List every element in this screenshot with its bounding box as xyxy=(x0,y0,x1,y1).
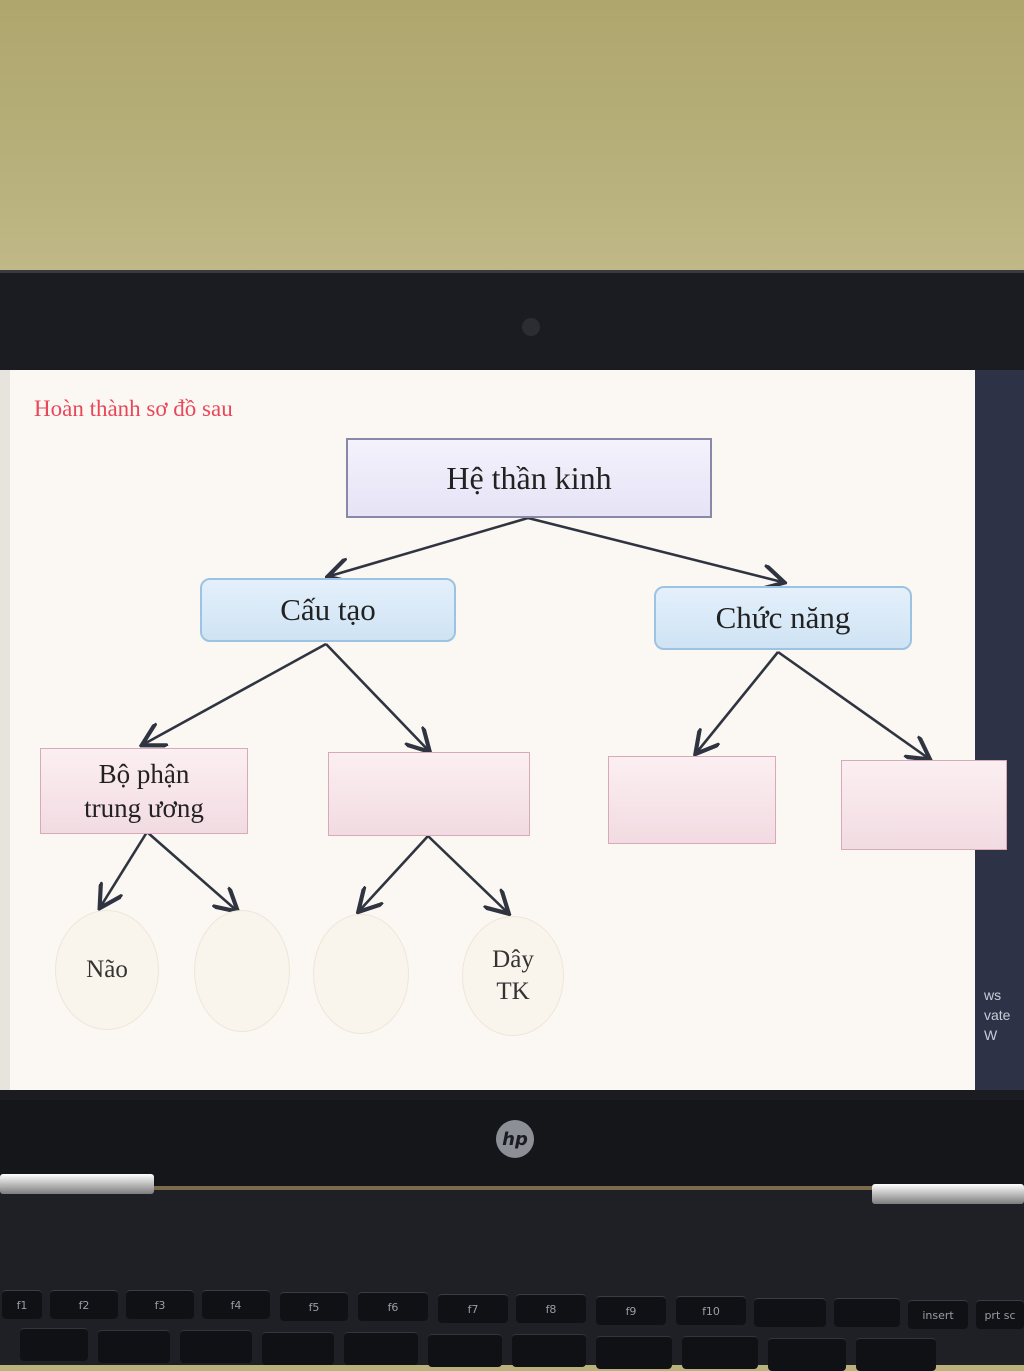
key-insert[interactable]: insert xyxy=(908,1300,968,1329)
hinge-trim xyxy=(150,1186,875,1190)
brain-label: Não xyxy=(86,956,128,983)
right-hinge xyxy=(872,1184,1024,1204)
central-part-node: Bộ phận trung ương xyxy=(40,748,248,834)
blank-leaf-2 xyxy=(194,910,290,1032)
root-label: Hệ thần kinh xyxy=(446,459,612,496)
key-7[interactable] xyxy=(428,1334,502,1367)
key-f1[interactable]: f1 xyxy=(2,1290,42,1319)
function-label: Chức năng xyxy=(715,600,851,635)
key-f10[interactable]: f10 xyxy=(676,1296,746,1325)
key-plus[interactable] xyxy=(856,1338,936,1371)
arrow-function-to-blank-d xyxy=(777,650,928,758)
key-f3[interactable]: f3 xyxy=(126,1290,194,1319)
arrow-central-to-brain xyxy=(101,831,149,906)
key-minus[interactable] xyxy=(768,1338,846,1371)
nerve-label-line2: TK xyxy=(496,978,530,1005)
key-f7[interactable]: f7 xyxy=(438,1294,508,1323)
nerve-node: Dây TK xyxy=(462,916,564,1036)
key-f6[interactable]: f6 xyxy=(358,1292,428,1321)
key-f5[interactable]: f5 xyxy=(280,1292,348,1321)
key-0[interactable] xyxy=(682,1336,758,1369)
key-f8[interactable]: f8 xyxy=(516,1294,586,1323)
arrow-root-to-structure xyxy=(330,516,529,576)
wall-background xyxy=(0,0,1024,300)
blank-node-d xyxy=(841,760,1007,850)
key-prt-sc[interactable]: prt sc xyxy=(976,1300,1024,1329)
key-f2[interactable]: f2 xyxy=(50,1290,118,1319)
blank-node-c xyxy=(608,756,776,844)
central-part-label-line2: trung ương xyxy=(84,793,204,823)
arrow-blank-b-to-nerve xyxy=(427,835,507,912)
arrow-root-to-function xyxy=(527,516,782,582)
activate-windows-watermark: ws vate W xyxy=(984,985,1024,1045)
key-f9[interactable]: f9 xyxy=(596,1296,666,1325)
key-3[interactable] xyxy=(98,1330,170,1363)
key-f4[interactable]: f4 xyxy=(202,1290,270,1319)
arrow-structure-to-central xyxy=(144,642,327,744)
key-2[interactable] xyxy=(20,1328,88,1361)
instruction-text: Hoàn thành sơ đồ sau xyxy=(34,396,233,421)
webcam xyxy=(522,318,540,336)
key-9[interactable] xyxy=(596,1336,672,1369)
left-hinge xyxy=(0,1174,154,1194)
root-node: Hệ thần kinh xyxy=(346,438,712,518)
blank-leaf-3 xyxy=(313,914,409,1034)
key-f12[interactable] xyxy=(834,1298,900,1327)
key-4[interactable] xyxy=(180,1330,252,1363)
hp-logo: hp xyxy=(496,1120,534,1158)
blank-node-b xyxy=(328,752,530,836)
function-node: Chức năng xyxy=(654,586,912,650)
brain-node: Não xyxy=(55,910,159,1030)
arrow-blank-b-to-blank-3 xyxy=(360,835,429,910)
key-5[interactable] xyxy=(262,1332,334,1365)
desktop-strip xyxy=(975,370,1024,1090)
structure-label: Cấu tạo xyxy=(280,592,376,627)
arrow-structure-to-blank-b xyxy=(325,643,428,750)
arrow-central-to-blank-2 xyxy=(146,831,236,910)
screen-left-edge xyxy=(0,370,10,1090)
arrow-function-to-blank-c xyxy=(697,651,780,752)
structure-node: Cấu tạo xyxy=(200,578,456,642)
watermark-line1: ws xyxy=(984,987,1002,1003)
key-6[interactable] xyxy=(344,1332,418,1365)
key-f11[interactable] xyxy=(754,1298,826,1327)
watermark-line2: vate W xyxy=(984,1007,1011,1043)
key-8[interactable] xyxy=(512,1334,586,1367)
nerve-label-line1: Dây xyxy=(492,946,534,973)
central-part-label-line1: Bộ phận xyxy=(98,759,190,789)
